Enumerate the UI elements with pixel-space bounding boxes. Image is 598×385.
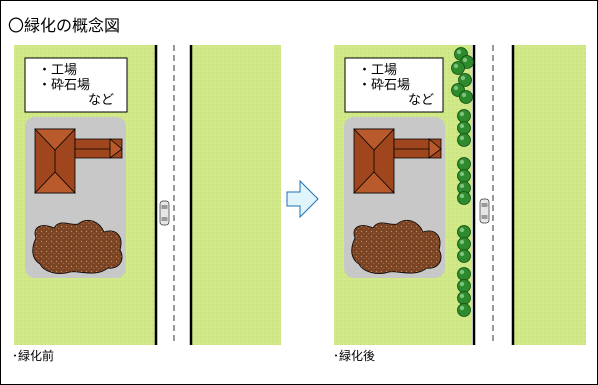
quarry-pile-icon xyxy=(32,219,123,274)
road xyxy=(156,45,191,345)
sign-line-1: ・工場 xyxy=(358,63,398,78)
tree-highlight xyxy=(459,239,465,245)
caption-before: ･緑化前 xyxy=(12,349,55,363)
sign-board xyxy=(24,57,128,113)
tree-highlight xyxy=(459,305,465,311)
tree-icon xyxy=(457,249,471,263)
tree-highlight xyxy=(459,159,465,165)
tree-row xyxy=(451,47,474,317)
tree-icon xyxy=(457,133,471,147)
tree-icon xyxy=(457,109,471,123)
sign-line-1: ・工場 xyxy=(38,63,78,78)
quarry-pile-icon xyxy=(351,219,442,274)
tree-highlight xyxy=(459,123,465,129)
tree-highlight xyxy=(459,111,465,117)
tree-highlight xyxy=(456,49,462,55)
factory-building-icon xyxy=(34,128,123,194)
tree-highlight xyxy=(462,57,468,63)
right-arrow-icon xyxy=(286,179,319,219)
tree-icon xyxy=(451,61,465,75)
tree-highlight xyxy=(461,92,467,98)
caption-after: ･緑化後 xyxy=(333,349,376,363)
sign-board xyxy=(344,57,444,113)
tree-highlight xyxy=(453,85,459,91)
panel-before xyxy=(14,45,281,345)
tree-highlight xyxy=(459,171,465,177)
tree-icon xyxy=(459,90,473,104)
tree-icon xyxy=(457,169,471,183)
car-icon xyxy=(159,200,170,226)
car-icon xyxy=(479,198,490,224)
tree-icon xyxy=(457,279,471,293)
sign-line-3: など xyxy=(408,93,435,108)
road xyxy=(474,45,513,345)
tree-highlight xyxy=(459,227,465,233)
tree-icon xyxy=(457,303,471,317)
tree-icon xyxy=(457,237,471,251)
tree-highlight xyxy=(453,63,459,69)
tree-highlight xyxy=(459,251,465,257)
tree-highlight xyxy=(460,75,466,81)
sign-line-2: ・砕石場 xyxy=(358,78,411,93)
tree-highlight xyxy=(459,183,465,189)
grass-area-right xyxy=(513,45,586,345)
diagram-title: 〇緑化の概念図 xyxy=(8,16,121,35)
sign-line-2: ・砕石場 xyxy=(38,78,91,93)
tree-highlight xyxy=(459,293,465,299)
sign-line-3: など xyxy=(88,93,115,108)
grass-area-right xyxy=(191,45,281,345)
tree-icon xyxy=(457,291,471,305)
tree-icon xyxy=(457,225,471,239)
tree-icon xyxy=(457,267,471,281)
tree-icon xyxy=(457,191,471,205)
tree-highlight xyxy=(459,193,465,199)
tree-highlight xyxy=(459,269,465,275)
tree-icon xyxy=(457,121,471,135)
tree-icon xyxy=(457,157,471,171)
factory-building-icon xyxy=(353,128,442,194)
tree-highlight xyxy=(459,135,465,141)
panel-after xyxy=(334,45,586,345)
tree-highlight xyxy=(459,281,465,287)
